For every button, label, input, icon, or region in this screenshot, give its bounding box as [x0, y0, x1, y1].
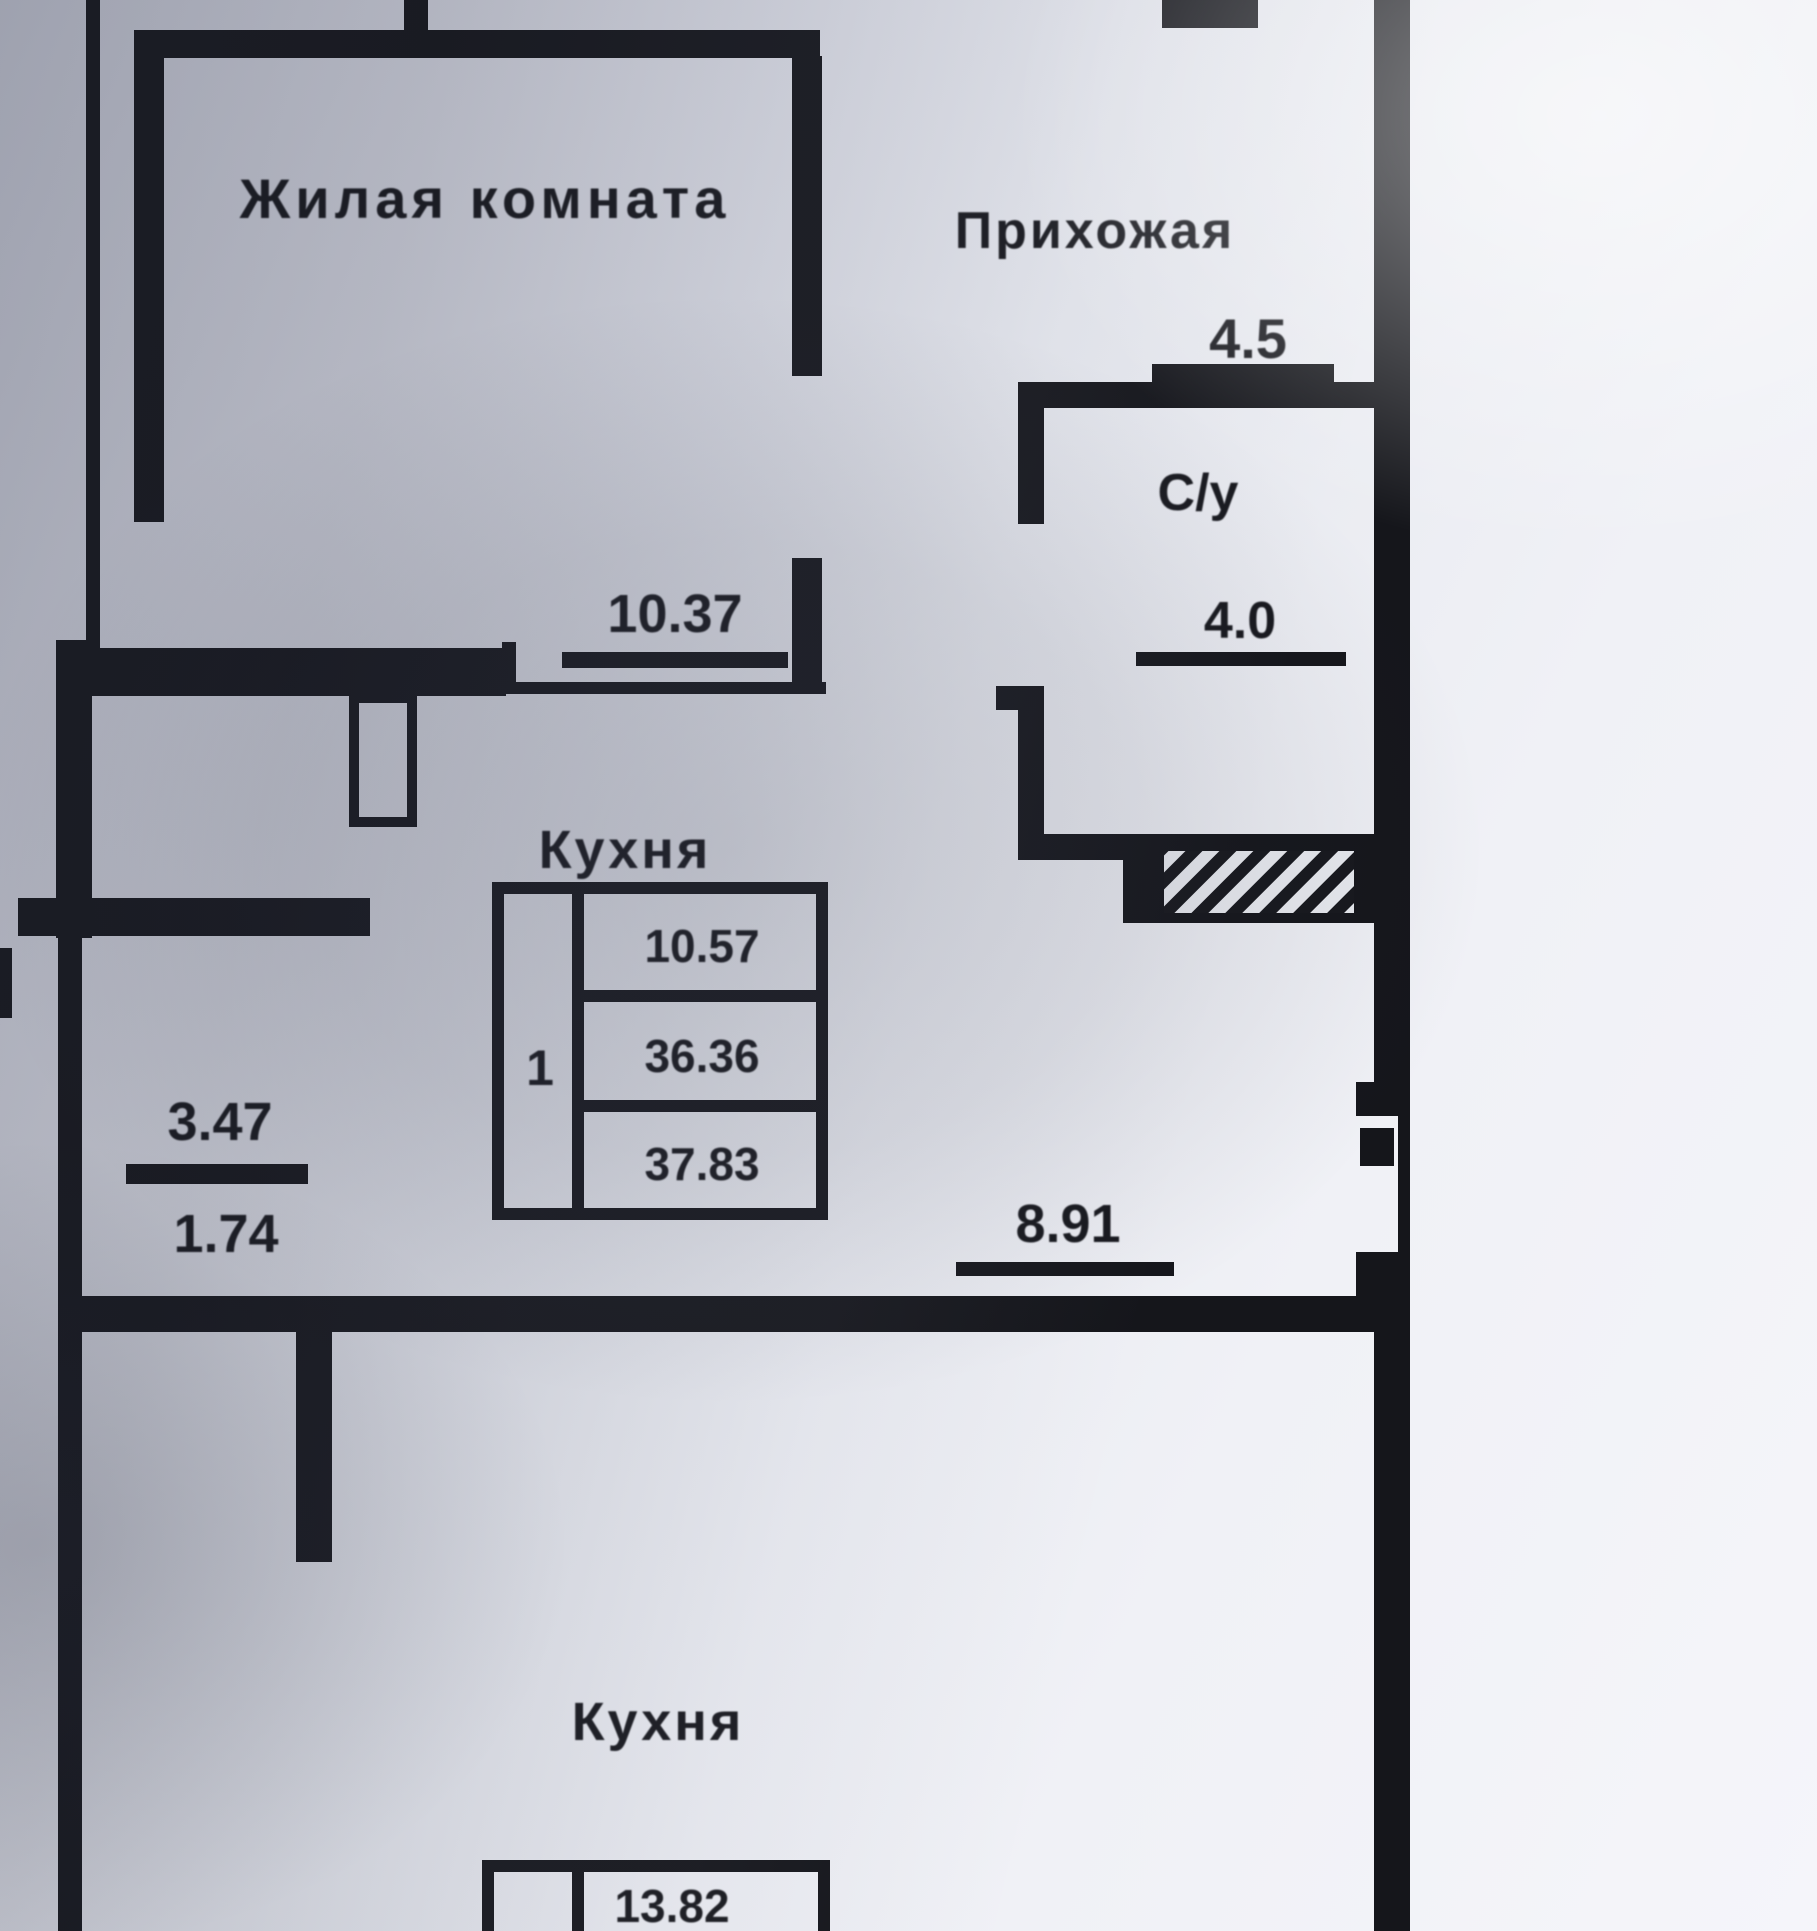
stamp-divider-row-1 [578, 990, 822, 1002]
door-hinge-square [1360, 1128, 1394, 1166]
area-living-room: 10.37 [607, 584, 742, 644]
wall-stub-top-entry [404, 0, 428, 34]
wall-left-mid [56, 640, 92, 938]
vent-shaft-block-left [1128, 846, 1164, 918]
label-living-room: Жилая комната [239, 167, 731, 230]
stamp-row-3: 37.83 [644, 1138, 759, 1190]
wall-edge-tick-left [0, 948, 12, 1018]
door-block-bottom [1356, 1252, 1402, 1300]
wall-left-inner-upper [134, 30, 164, 522]
area-corridor: 8.91 [1015, 1194, 1120, 1254]
underline-balcony-area [126, 1164, 308, 1184]
underline-corridor-area [956, 1262, 1174, 1276]
area-balcony-full: 3.47 [167, 1092, 272, 1152]
underline-bathroom-area [1136, 652, 1346, 666]
wall-bathroom-left-upper [1018, 382, 1044, 524]
label-bathroom: С/у [1158, 464, 1239, 522]
labels-group: Жилая комната Прихожая 4.5 С/у 4.0 10.37… [167, 167, 1286, 1931]
wall-partition-hall-upper [792, 56, 822, 376]
wall-balcony-bar [18, 898, 370, 936]
wall-lower-partition [296, 1332, 332, 1562]
area-kitchen-lower: 13.82 [614, 1880, 729, 1931]
wall-partition-hall-lower [792, 558, 822, 694]
stamp-row-2: 36.36 [644, 1030, 759, 1082]
label-kitchen-lower: Кухня [572, 1692, 745, 1752]
area-hallway: 4.5 [1209, 307, 1287, 370]
vent-shaft-block-right [1354, 846, 1390, 918]
stamp-divider-vertical [572, 888, 584, 1214]
label-kitchen: Кухня [539, 820, 712, 880]
underline-living-area [562, 652, 788, 668]
area-balcony-reduced: 1.74 [173, 1204, 278, 1264]
wall-sill [502, 682, 826, 694]
stamp-number: 1 [526, 1040, 554, 1096]
wall-left-lower [58, 932, 82, 1298]
wall-top-right-stub [1162, 0, 1258, 28]
wall-left-outer-top [86, 0, 100, 658]
wall-right-lower [1374, 1298, 1410, 1931]
wall-left-bottom [58, 1332, 82, 1931]
label-hallway: Прихожая [955, 202, 1236, 260]
wall-bathroom-left-lower [1018, 686, 1044, 860]
area-bathroom: 4.0 [1204, 592, 1276, 650]
wall-living-bottom [56, 648, 506, 696]
vent-shaft-hatch [1123, 841, 1395, 923]
wall-mid-main [58, 1296, 1410, 1332]
wall-top [150, 30, 820, 58]
stamp-row-1: 10.57 [644, 920, 759, 972]
stamp-divider-row-2 [578, 1100, 822, 1112]
duct-column [349, 693, 417, 827]
wall-right-upper [1374, 0, 1410, 1086]
door-block-top [1356, 1082, 1402, 1116]
lower-stamp-divider-vertical [572, 1866, 584, 1931]
vent-shaft [1123, 841, 1395, 923]
